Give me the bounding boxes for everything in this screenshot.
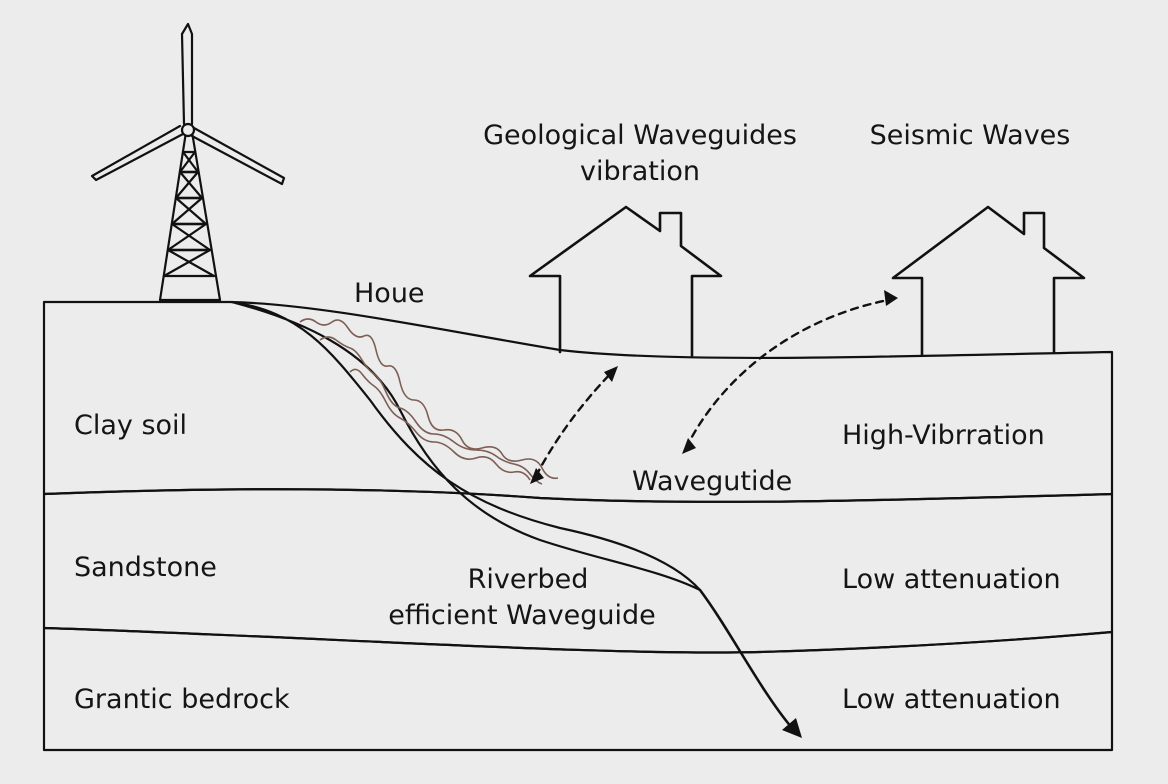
seismic-waves-label: Seismic Waves: [870, 120, 1071, 151]
sandstone-label: Sandstone: [74, 552, 217, 583]
arrow-icon: [682, 438, 696, 454]
waveguide-label: Wavegutide: [632, 466, 792, 497]
house-icon: [891, 205, 1086, 357]
riverbed-label-2: efficient Waveguide: [388, 600, 656, 631]
high-vibration-label: High-Vibrration: [842, 420, 1045, 451]
arrow-icon: [782, 718, 802, 738]
clay-soil-layer: [42, 300, 1114, 503]
low-attenuation-sandstone-label: Low attenuation: [842, 564, 1061, 595]
house-label: Houe: [354, 278, 425, 309]
arrow-icon: [530, 468, 544, 484]
wind-turbine-icon: [90, 22, 286, 302]
house-icon: [528, 205, 723, 358]
channel-wave-line: [349, 368, 531, 481]
vibration-arrow-1: [534, 370, 614, 478]
channel-wave-line: [319, 336, 543, 485]
bedrock-label: Grantic bedrock: [74, 684, 290, 715]
arrow-icon: [604, 366, 618, 382]
clay-soil-label: Clay soil: [74, 410, 187, 441]
riverbed-label-1: Riverbed: [468, 564, 589, 595]
seismic-arrow: [684, 298, 890, 450]
arrow-icon: [884, 290, 898, 306]
title-line-1: Geological Waveguides: [483, 120, 797, 151]
waveguide-arrow-line: [698, 588, 794, 730]
low-attenuation-bedrock-label: Low attenuation: [842, 684, 1061, 715]
channel-wave-line: [299, 318, 559, 480]
title-line-2: vibration: [580, 156, 700, 187]
